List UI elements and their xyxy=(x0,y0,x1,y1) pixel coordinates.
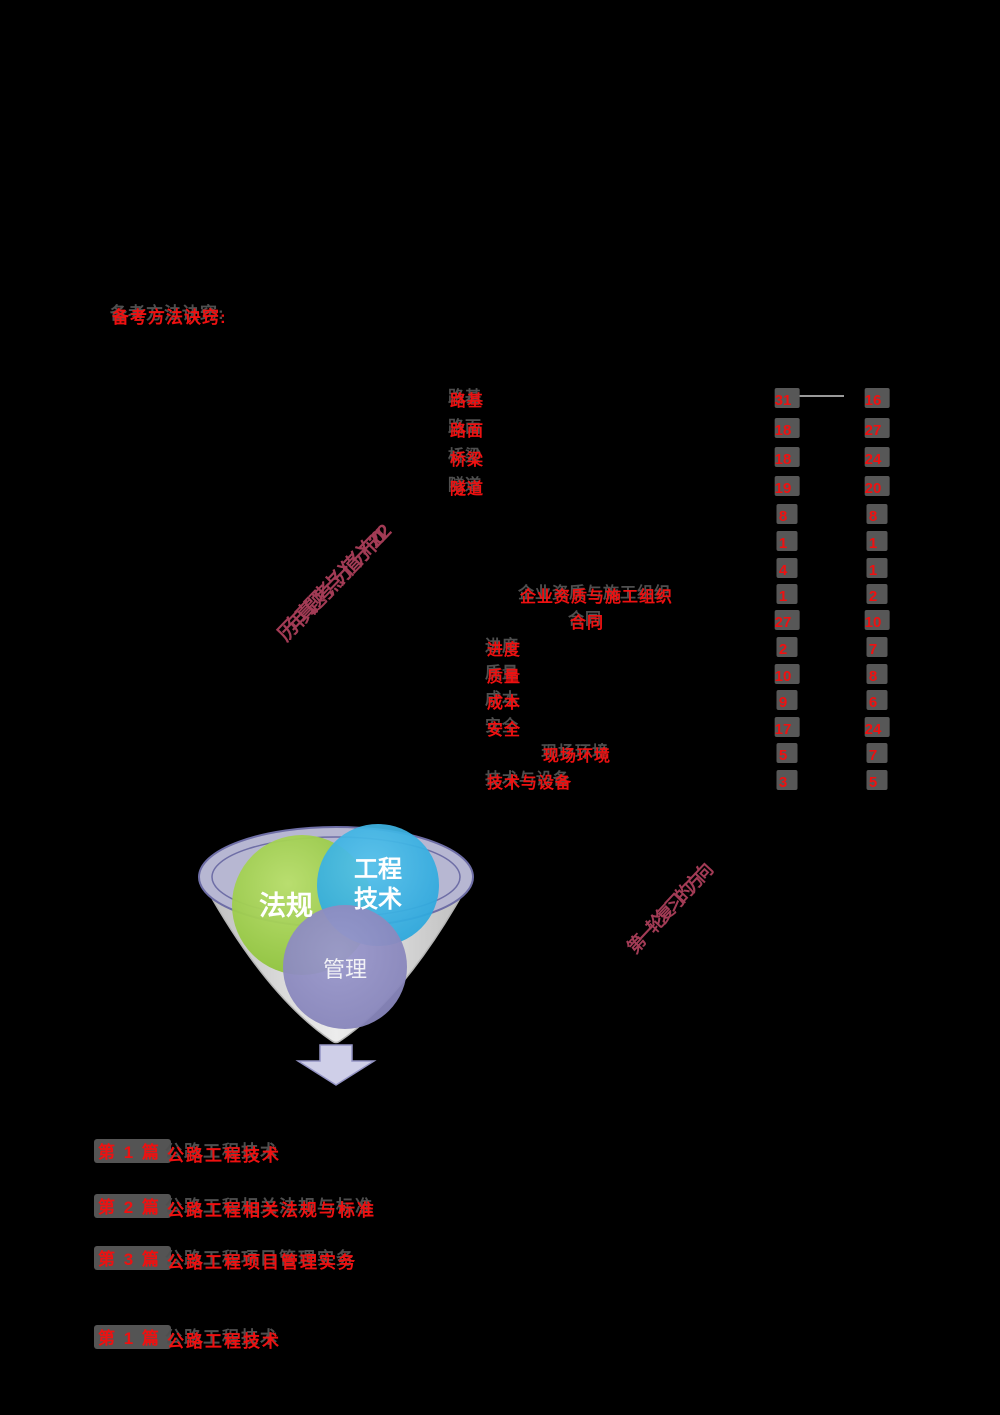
score-row-label: 合同 xyxy=(570,615,605,632)
score-row-label: 隧道 xyxy=(450,481,485,498)
score-row-label: 进度 xyxy=(487,642,522,659)
score-value: 9 xyxy=(778,694,788,711)
score-cell-v2: 2 xyxy=(866,584,888,605)
score-cell-v1: 1 xyxy=(776,531,798,552)
score-cell-v1: 5 xyxy=(776,743,798,764)
score-row-label: 路基 xyxy=(450,393,485,410)
score-value: 6 xyxy=(868,694,878,711)
score-cell-v1: 4 xyxy=(776,558,798,579)
score-cell-v2: 8 xyxy=(866,664,888,685)
score-cell-v1: 17 xyxy=(774,717,800,738)
score-row-label: 安全 xyxy=(487,722,522,739)
score-cell-v2: 24 xyxy=(864,447,890,468)
score-cell-v2: 7 xyxy=(866,743,888,764)
score-value: 20 xyxy=(864,480,882,497)
score-cell-v2: 24 xyxy=(864,717,890,738)
toc-chapter-title: 公路工程相关法规与标准 xyxy=(167,1201,376,1220)
score-value: 1 xyxy=(778,588,788,605)
toc-chapter-number: 第 3 篇 xyxy=(98,1250,161,1269)
score-cell-v2: 1 xyxy=(866,531,888,552)
score-value: 7 xyxy=(868,641,878,658)
toc-chapter-number: 第 1 篇 xyxy=(98,1143,161,1162)
score-row-label: 桥梁 xyxy=(450,452,485,469)
score-cell-v2: 27 xyxy=(864,418,890,439)
mgmt-circle-label: 管理 xyxy=(323,957,367,982)
tech-circle-label-line1: 工程 xyxy=(354,856,402,883)
toc-chapter-badge: 第 2 篇 xyxy=(94,1194,171,1218)
score-cell-v1: 31 xyxy=(774,388,800,409)
toc-chapter-title: 公路工程技术 xyxy=(167,1146,281,1165)
score-cell-v2: 7 xyxy=(866,637,888,658)
tech-circle-label-line2: 技术 xyxy=(354,886,402,913)
toc-chapter-number: 第 1 篇 xyxy=(98,1329,161,1348)
score-value: 1 xyxy=(868,535,878,552)
score-value: 10 xyxy=(864,614,882,631)
score-value: 31 xyxy=(774,392,792,409)
score-cell-v1: 18 xyxy=(774,418,800,439)
score-value: 1 xyxy=(778,535,788,552)
score-cell-v1: 2 xyxy=(776,637,798,658)
toc-chapter-badge: 第 1 篇 xyxy=(94,1139,171,1163)
score-value: 17 xyxy=(774,721,792,738)
score-cell-v2: 5 xyxy=(866,770,888,791)
toc-chapter-number: 第 2 篇 xyxy=(98,1198,161,1217)
score-cell-v2: 1 xyxy=(866,558,888,579)
score-value: 10 xyxy=(774,668,792,685)
score-cell-v2: 10 xyxy=(864,610,890,631)
funnel-svg: 法规 工程 技术 管理 xyxy=(198,824,474,1086)
score-cell-v1: 18 xyxy=(774,447,800,468)
funnel-diagram: 法规 工程 技术 管理 xyxy=(190,815,490,1105)
page-title: 备考方法诀窍: xyxy=(112,308,227,327)
score-value: 8 xyxy=(868,668,878,685)
score-row-label: 企业资质与施工组织 xyxy=(520,589,674,606)
score-row-label: 技术与设备 xyxy=(487,775,573,792)
down-arrow-icon xyxy=(295,1044,377,1086)
score-cell-v1: 3 xyxy=(776,770,798,791)
score-cell-v2: 20 xyxy=(864,476,890,497)
score-value: 1 xyxy=(868,562,878,579)
score-value: 2 xyxy=(868,588,878,605)
score-value: 18 xyxy=(774,451,792,468)
law-circle-label: 法规 xyxy=(259,891,313,921)
score-cell-v2: 16 xyxy=(864,388,890,409)
score-value: 18 xyxy=(774,422,792,439)
toc-chapter-badge: 第 3 篇 xyxy=(94,1246,171,1270)
score-cell-v1: 19 xyxy=(774,476,800,497)
score-cell-v1: 9 xyxy=(776,690,798,711)
score-value: 16 xyxy=(864,392,882,409)
score-value: 24 xyxy=(864,721,882,738)
score-cell-v2: 8 xyxy=(866,504,888,525)
table-divider-line xyxy=(797,395,844,397)
score-row-label: 成本 xyxy=(487,695,522,712)
score-value: 7 xyxy=(868,747,878,764)
toc-chapter-badge: 第 1 篇 xyxy=(94,1325,171,1349)
score-value: 19 xyxy=(774,480,792,497)
score-value: 4 xyxy=(778,562,788,579)
score-cell-v1: 8 xyxy=(776,504,798,525)
score-value: 5 xyxy=(778,747,788,764)
score-row-label: 现场环境 xyxy=(543,748,612,765)
score-value: 3 xyxy=(778,774,788,791)
toc-chapter-title: 公路工程技术 xyxy=(167,1332,281,1351)
mgmt-circle xyxy=(283,905,407,1029)
score-value: 27 xyxy=(774,614,792,631)
score-value: 24 xyxy=(864,451,882,468)
score-value: 2 xyxy=(778,641,788,658)
score-cell-v1: 1 xyxy=(776,584,798,605)
rotated-annotation-left: 历年真题考点分值分布2012 xyxy=(273,525,392,646)
score-row-label: 质量 xyxy=(487,669,522,686)
score-value: 5 xyxy=(868,774,878,791)
score-cell-v1: 27 xyxy=(774,610,800,631)
rotated-annotation-right: 第一轮复习的方向 xyxy=(623,861,715,958)
score-cell-v1: 10 xyxy=(774,664,800,685)
score-value: 8 xyxy=(868,508,878,525)
score-value: 8 xyxy=(778,508,788,525)
score-cell-v2: 6 xyxy=(866,690,888,711)
score-value: 27 xyxy=(864,422,882,439)
toc-chapter-title: 公路工程项目管理实务 xyxy=(167,1253,357,1272)
score-row-label: 路面 xyxy=(450,423,485,440)
